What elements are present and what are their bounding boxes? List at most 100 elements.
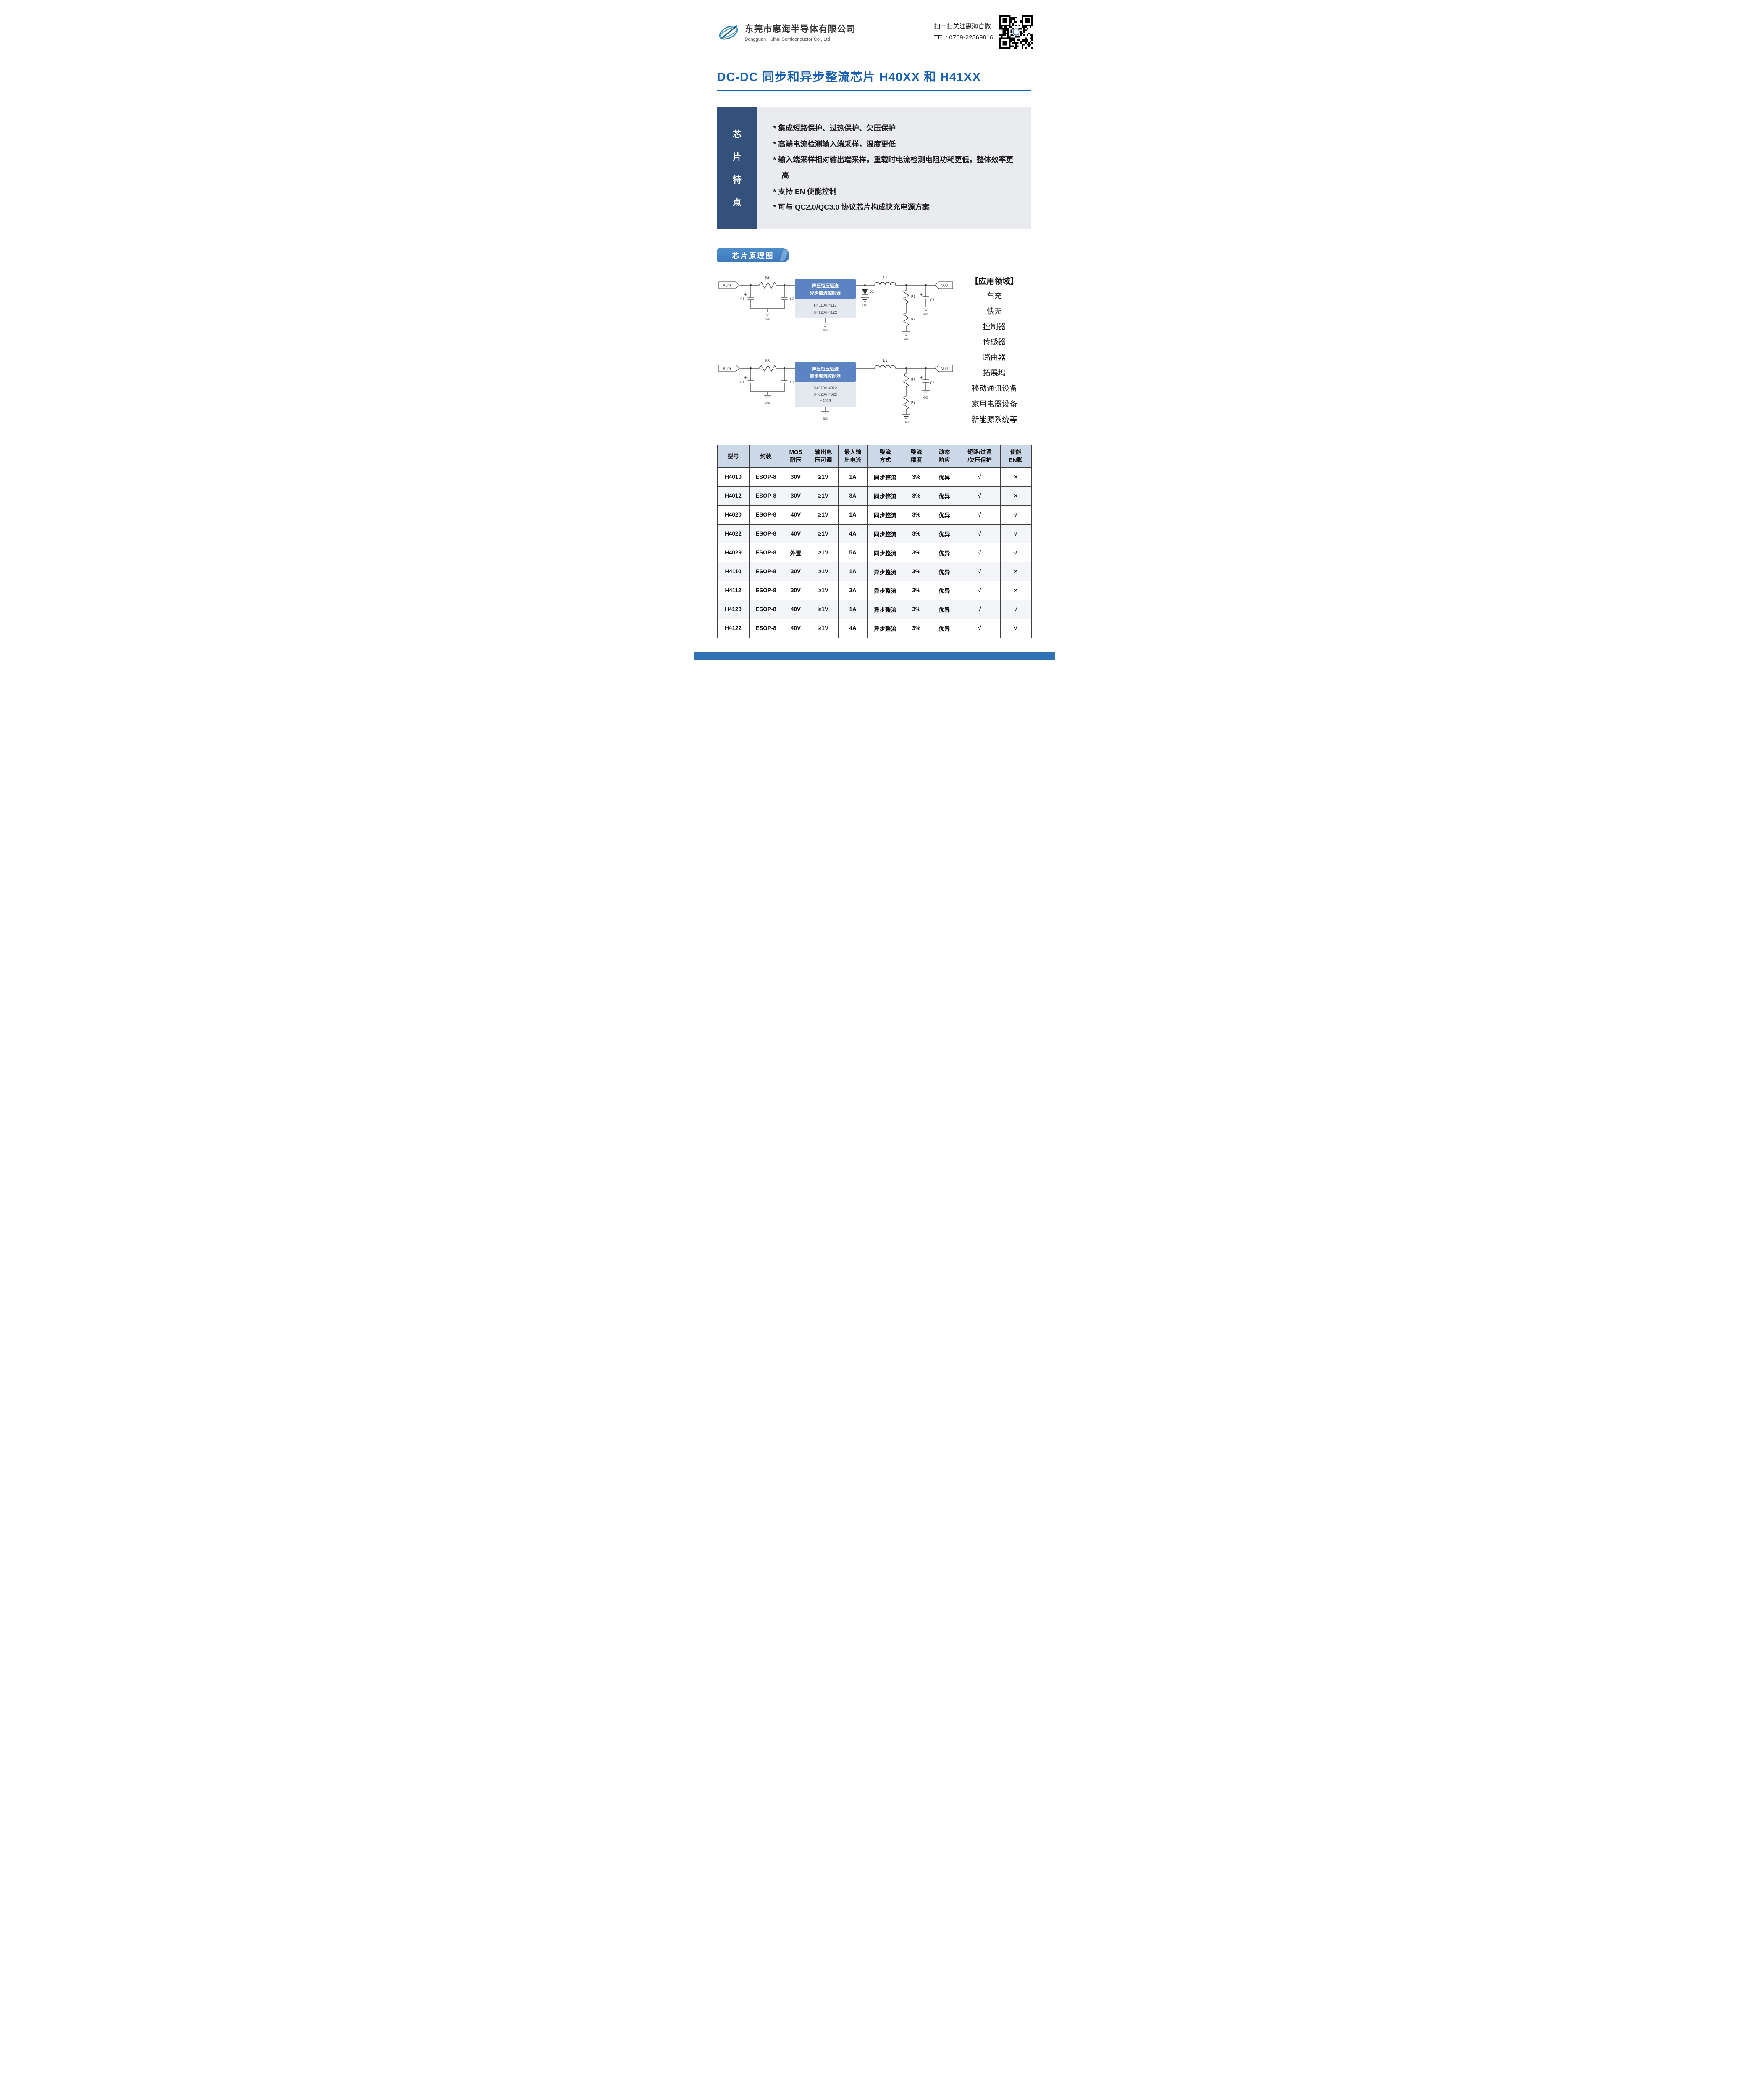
c2-label: C2 — [790, 381, 794, 385]
table-cell: 外置 — [782, 543, 809, 562]
vin-label: Vin+ — [723, 284, 731, 288]
table-cell: 3% — [902, 486, 930, 506]
table-cell: H4110 — [717, 562, 750, 581]
cout-label: C2 — [930, 381, 934, 386]
company-name-en: Dongguan Huihai Semiconductor Co., Ltd — [744, 37, 830, 42]
table-cell: ≥1V — [808, 505, 839, 525]
chip-title-line1: 降压恒压恒流 — [812, 366, 839, 372]
chip-box-body — [794, 382, 856, 407]
c1-label: C1 — [740, 381, 744, 385]
table-cell: √ — [959, 562, 1001, 581]
table-cell: 同步整流 — [867, 467, 903, 487]
table-cell: ESOP-8 — [749, 505, 783, 525]
table-cell: 优异 — [929, 618, 959, 638]
table-cell: H4012 — [717, 486, 750, 506]
application-item: 家用电器设备 — [972, 399, 1017, 408]
l1-label: L1 — [883, 359, 887, 363]
table-cell: × — [1000, 562, 1032, 581]
column-header: 型号 — [717, 444, 750, 468]
table-cell: √ — [959, 467, 1001, 487]
header-contact-block: 扫一扫关注惠海官微 TEL: 0769-22369816 — [934, 15, 1033, 49]
column-header: 最大输 出电流 — [838, 444, 868, 468]
table-cell: 4A — [838, 524, 868, 543]
table-cell: ≥1V — [808, 467, 839, 487]
table-cell: √ — [1000, 599, 1032, 619]
table-cell: 3% — [902, 467, 930, 487]
table-cell: √ — [959, 543, 1001, 562]
gnd-label: GND — [823, 417, 828, 420]
column-header: 短路/过温 /欠压保护 — [959, 444, 1001, 468]
table-cell: √ — [959, 618, 1001, 638]
table-cell: 3% — [902, 505, 930, 525]
table-cell: ESOP-8 — [749, 618, 783, 638]
features-section: 芯 片 特 点 * 集成短路保护、过热保护、欠压保护* 高端电流检测输入端采样，… — [717, 107, 1031, 229]
chip-models-line: H4120/H4122 — [813, 310, 837, 315]
features-sidebar-char: 片 — [733, 152, 742, 162]
table-cell: √ — [1000, 618, 1032, 638]
column-header: 输出电 压可调 — [808, 444, 839, 468]
vout-tag — [934, 281, 953, 289]
table-cell: ≥1V — [808, 486, 839, 506]
table-cell: H4112 — [717, 580, 750, 600]
vout-label: VOUT — [941, 367, 949, 371]
chip-box-header — [794, 362, 856, 382]
features-sidebar-char: 点 — [733, 197, 742, 207]
l1-label: L1 — [883, 276, 887, 280]
chip-models-line: H4110/H4112 — [814, 303, 836, 307]
gnd-label: GND — [904, 420, 909, 424]
table-cell: H4029 — [717, 543, 750, 562]
application-item: 控制器 — [983, 322, 1006, 331]
chip-title-line2: 同步整流控制器 — [810, 373, 841, 379]
application-item: 车充 — [987, 291, 1002, 300]
page-title: DC-DC 同步和异步整流芯片 H40XX 和 H41XX — [717, 67, 1031, 91]
r1-label: R1 — [911, 378, 915, 382]
table-cell: 优异 — [929, 562, 959, 581]
rs-label: RS — [765, 276, 769, 280]
table-cell: ESOP-8 — [749, 543, 783, 562]
table-cell: 5A — [838, 543, 868, 562]
vin-tag — [718, 365, 740, 372]
table-cell: 3% — [902, 580, 930, 600]
column-header: 动态 响应 — [929, 444, 959, 468]
column-header: 整流 方式 — [867, 444, 903, 468]
table-cell: ESOP-8 — [749, 562, 783, 581]
applications-section: 【应用领域】 车充快充控制器传感器路由器拓展坞移动通讯设备家用电器设备新能源系统… — [956, 273, 1033, 429]
company-name: 东莞市惠海半导体有限公司 — [744, 24, 856, 34]
table-cell: 40V — [782, 505, 809, 525]
gnd-label: GND — [923, 396, 928, 399]
table-cell: √ — [1000, 505, 1032, 525]
table-cell: √ — [959, 505, 1001, 525]
column-header: 整流 精度 — [902, 444, 930, 468]
feature-item: * 输入端采样相对输出端采样，重载时电流检测电阻功耗更低，整体效率更高 — [773, 155, 1014, 180]
feature-item: * 集成短路保护、过热保护、欠压保护 — [773, 124, 896, 132]
application-item: 传感器 — [983, 338, 1006, 346]
table-cell: 优异 — [929, 505, 959, 525]
gnd-label: GND — [904, 337, 909, 341]
application-item: 路由器 — [983, 353, 1006, 362]
company-name-block: 东莞市惠海半导体有限公司 Dongguan Huihai Semiconduct… — [745, 22, 856, 42]
gnd-label: GND — [862, 304, 867, 307]
chip-title-line1: 降压恒压恒流 — [812, 283, 839, 289]
vin-tag — [718, 281, 740, 289]
table-cell: 3A — [838, 486, 868, 506]
company-logo-icon — [719, 25, 738, 40]
table-cell: 3A — [838, 580, 868, 600]
table-cell: 30V — [782, 580, 809, 600]
gnd-label: GND — [823, 329, 828, 332]
table-cell: √ — [1000, 524, 1032, 543]
table-cell: 异步整流 — [867, 580, 903, 600]
table-cell: × — [1000, 486, 1032, 506]
column-header: MOS 耐压 — [782, 444, 809, 468]
table-cell: 3% — [902, 562, 930, 581]
datasheet-page: 东莞市惠海半导体有限公司 Dongguan Huihai Semiconduct… — [693, 0, 1055, 660]
table-cell: 优异 — [929, 467, 959, 487]
table-cell: 同步整流 — [867, 505, 903, 525]
qr-code — [999, 15, 1033, 49]
table-cell: 同步整流 — [867, 524, 903, 543]
table-cell: 40V — [782, 599, 809, 619]
